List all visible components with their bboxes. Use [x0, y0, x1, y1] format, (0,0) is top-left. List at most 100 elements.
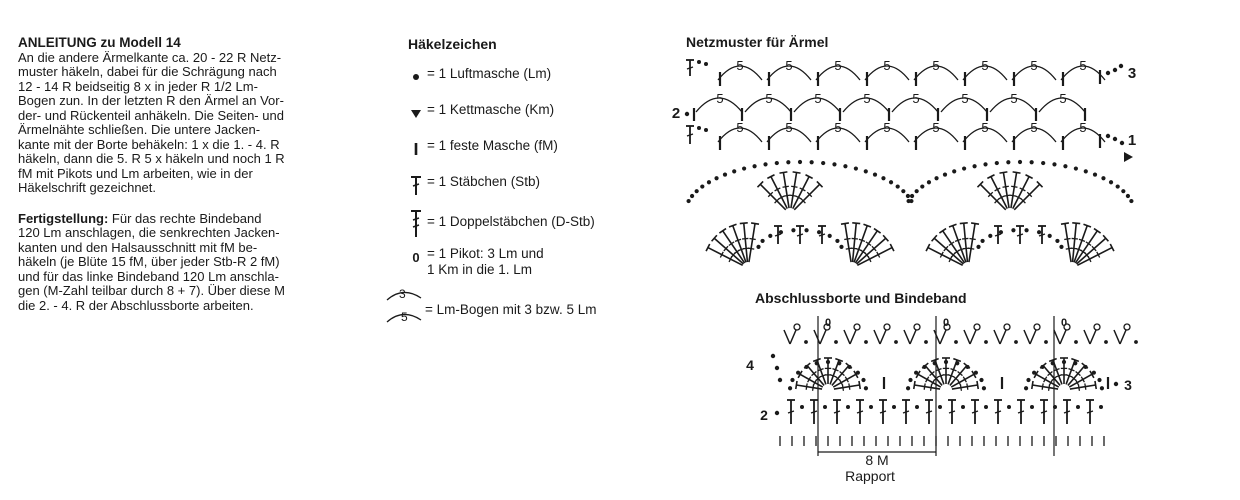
- treble-crochet-mark: [1076, 246, 1113, 266]
- picot-stitch: [879, 329, 887, 345]
- chain-dot: [1119, 140, 1125, 146]
- chain-dot: [809, 160, 814, 165]
- treble-crochet-mark: [816, 180, 824, 188]
- chain-dot: [825, 359, 831, 365]
- treble-crochet-mark: [811, 371, 817, 377]
- treble-crochet-mark: [728, 241, 735, 247]
- net-arch-label: 5: [1030, 120, 1037, 135]
- row-label-2: 2: [672, 105, 680, 122]
- text-line: fM mit Pikots und Lm arbeiten, wie in de…: [18, 165, 253, 181]
- treble-crochet-mark: [1064, 237, 1071, 241]
- double-crochet-mark: [1040, 410, 1048, 414]
- chain-dot: [905, 193, 911, 199]
- treble-crochet-mark: [1025, 174, 1033, 180]
- chain-dot: [1017, 159, 1023, 165]
- treble-crochet-mark: [812, 379, 817, 386]
- treble-crochet-mark: [952, 225, 967, 263]
- chain-dot: [853, 166, 858, 171]
- chain-dot: [1030, 405, 1034, 409]
- chain-dot-icon: [405, 66, 427, 88]
- net-arch-row1: [1011, 127, 1057, 143]
- treble-crochet-mark: [873, 227, 882, 234]
- picot-stitch: [1023, 329, 1031, 345]
- treble-crochet-mark: [925, 376, 930, 383]
- chain-dot: [706, 180, 712, 185]
- chain-dot: [800, 405, 804, 409]
- chain-dot: [976, 244, 981, 249]
- treble-crochet-mark: [1096, 251, 1101, 258]
- instructions-paragraph-1: An die andere Ärmelkante ca. 20 - 22 R N…: [18, 50, 380, 196]
- treble-crochet-mark: [831, 365, 850, 386]
- double-crochet-mark: [833, 410, 841, 414]
- treble-crochet-mark: [806, 365, 825, 386]
- treble-crochet-mark: [863, 223, 872, 228]
- treble-crochet-mark: [1019, 187, 1026, 192]
- treble-crochet-mark: [957, 371, 963, 377]
- treble-crochet-mark: [1047, 371, 1053, 377]
- picot-label: 0: [1061, 317, 1067, 329]
- treble-crochet-mark: [966, 383, 969, 390]
- chain-dot: [835, 238, 840, 244]
- treble-crochet-mark: [1077, 384, 1081, 391]
- treble-crochet-mark: [994, 198, 1000, 204]
- double-crochet-mark: [1086, 410, 1094, 414]
- picot-stitch: [1089, 329, 1097, 345]
- treble-crochet-mark: [1047, 384, 1051, 391]
- net-arch-row1: [815, 127, 861, 143]
- net-arch-row2: [842, 97, 890, 113]
- net-arch-row2: [744, 97, 792, 113]
- legend-label: = 1 Pikot: 3 Lm und 1 Km in die 1. Lm: [427, 246, 544, 277]
- treble-crochet-mark: [1109, 243, 1115, 252]
- net-arch-label: 5: [1059, 91, 1066, 106]
- text-line: häkeln (je Blüte 15 fM, über jeder Stb-R…: [18, 254, 280, 269]
- treble-crochet-mark: [1035, 373, 1060, 388]
- treble-crochet-mark: [819, 374, 827, 378]
- treble-crochet-mark: [967, 247, 975, 250]
- chain-dot: [804, 340, 808, 344]
- chain-dot: [814, 361, 819, 366]
- chain-dot: [791, 228, 796, 233]
- chain-dot: [722, 172, 728, 177]
- treble-crochet-mark: [1080, 376, 1085, 383]
- treble-crochet-mark: [1048, 357, 1057, 363]
- double-crochet-mark: [686, 66, 694, 70]
- treble-crochet-mark: [935, 368, 942, 372]
- treble-crochet-mark: [1065, 374, 1073, 378]
- chain-dot: [915, 405, 919, 409]
- treble-crochet-mark: [759, 183, 787, 211]
- treble-crochet-mark: [734, 238, 742, 243]
- treble-crochet-mark: [705, 243, 711, 252]
- treble-crochet-mark: [747, 247, 755, 250]
- double-crochet-mark: [994, 410, 1002, 414]
- net-arch-row3: [766, 65, 812, 81]
- treble-crochet-mark: [957, 379, 962, 386]
- treble-crochet-mark: [805, 383, 808, 390]
- net-arch-label: 5: [1079, 120, 1086, 135]
- net-arch-row2: [989, 97, 1037, 113]
- net-arch-label: 5: [981, 58, 988, 73]
- picot-loop: [793, 323, 801, 331]
- net-arch-label: 5: [785, 120, 792, 135]
- treble-crochet-mark: [844, 223, 852, 263]
- picot-loop: [943, 323, 951, 331]
- legend-item-chain: = 1 Luftmasche (Lm): [405, 66, 551, 88]
- treble-crochet-mark: [835, 357, 844, 363]
- net-arch-label: 5: [961, 91, 968, 106]
- treble-crochet-mark: [851, 237, 859, 240]
- treble-crochet-mark: [841, 384, 845, 391]
- treble-crochet-mark: [930, 379, 935, 386]
- picot-stitch: [909, 329, 917, 345]
- chain-dot: [823, 405, 827, 409]
- text-line: die 2. - 4. R der Abschlussborte arbeite…: [18, 297, 254, 313]
- treble-crochet-mark: [739, 222, 748, 225]
- treble-crochet-mark: [799, 373, 824, 388]
- treble-crochet-mark: [953, 357, 962, 363]
- double-crochet-mark: [856, 410, 864, 414]
- stitch-legend: Häkelzeichen = 1 Luftmasche (Lm) = 1 Ket…: [386, 36, 665, 324]
- treble-crochet-mark: [943, 245, 949, 252]
- treble-crochet-mark: [848, 383, 851, 390]
- treble-crochet-mark: [939, 251, 944, 258]
- treble-crochet-mark: [987, 191, 994, 198]
- treble-crochet-mark: [806, 191, 813, 198]
- treble-crochet-mark: [853, 225, 868, 263]
